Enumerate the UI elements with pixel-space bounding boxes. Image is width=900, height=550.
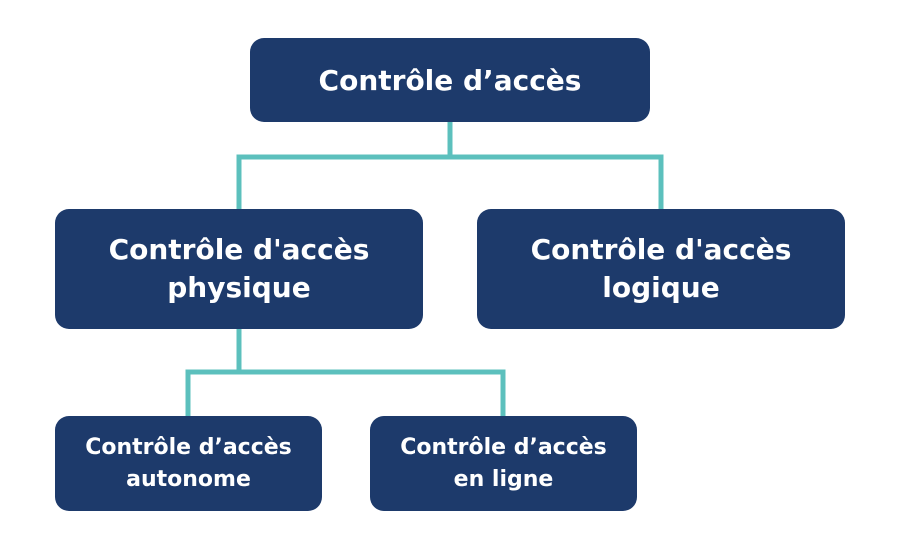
node-physical-label-line1: Contrôle d'accès <box>108 233 370 266</box>
node-access-control-label: Contrôle d’accès <box>318 63 582 97</box>
node-standalone-label-line2: autonome <box>126 466 251 492</box>
node-physical-label-line2: physique <box>167 271 311 304</box>
node-online-label-line1: Contrôle d’accès <box>400 434 607 460</box>
node-physical-access-control: Contrôle d'accès physique <box>55 209 423 329</box>
node-online-access-control: Contrôle d’accès en ligne <box>370 416 637 511</box>
node-standalone-access-control: Contrôle d’accès autonome <box>55 416 322 511</box>
node-logical-access-control: Contrôle d'accès logique <box>477 209 845 329</box>
node-online-label-line2: en ligne <box>453 466 554 492</box>
node-standalone-label-line1: Contrôle d’accès <box>85 434 292 460</box>
node-logical-label-line2: logique <box>602 271 720 304</box>
node-access-control: Contrôle d’accès <box>250 38 650 122</box>
node-logical-label-line1: Contrôle d'accès <box>530 233 792 266</box>
